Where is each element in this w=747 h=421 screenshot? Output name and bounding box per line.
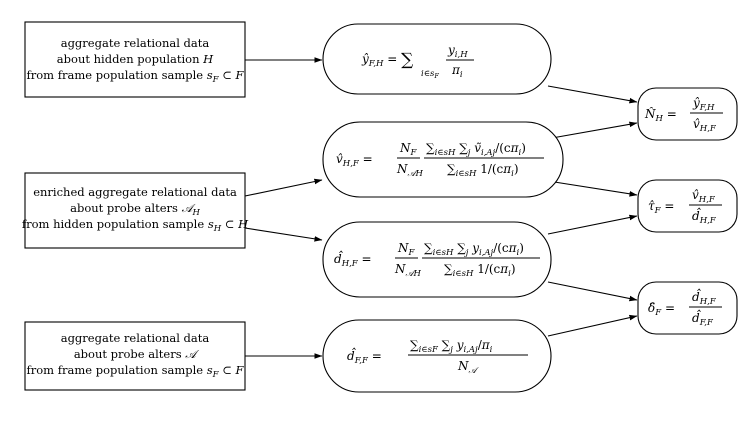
source-line-2: about probe alters 𝒜H [70, 201, 200, 218]
edge-v-to-n-hat [551, 121, 638, 139]
node-box [637, 179, 738, 233]
source-line-1: aggregate relational data [61, 331, 210, 345]
source-hidden-probe: enriched aggregate relational data about… [22, 172, 249, 249]
node-y-hat-fh: ŷF,H = ∑ i∈sF yi,H πi [322, 23, 552, 95]
node-n-hat-h: N̂H = ŷF,H v̂H,F [637, 87, 738, 141]
edge-hidden-probe-to-d-hf [244, 227, 323, 242]
fraction-den: πi [451, 63, 463, 80]
source-frame-probe: aggregate relational data about probe al… [24, 321, 246, 391]
source-line-2: about probe alters 𝒜 [74, 347, 199, 361]
source-line-3: from hidden population sample sH ⊂ H [22, 217, 249, 234]
node-box [322, 221, 552, 298]
edge-v-to-tau [547, 180, 638, 197]
node-box [637, 87, 738, 141]
formula-lhs: N̂H = [644, 106, 677, 124]
node-box [322, 319, 552, 393]
node-box [322, 23, 552, 95]
node-box [322, 121, 564, 198]
edges [244, 57, 638, 359]
sum-index: i∈sF [421, 69, 439, 80]
edge-d-hf-to-tau [547, 214, 638, 235]
node-d-hat-hf: d̂H,F = NF N𝒜H ∑i∈sH ∑j yi,Aj/(cπi) ∑i∈s… [322, 221, 552, 298]
source-line-1: aggregate relational data [61, 36, 210, 50]
formula-lhs: τ̂F = [648, 199, 674, 216]
source-box [24, 172, 246, 249]
node-delta-hat-f: δ̂F = d̂H,F d̂F,F [637, 281, 738, 335]
source-box [24, 321, 246, 391]
node-v-hat-hf: v̂H,F = NF N𝒜H ∑i∈sH ∑j ṽi,Aj/(cπi) ∑i∈s… [322, 121, 564, 198]
source-line-2: about hidden population H [57, 52, 214, 66]
node-tau-hat-f: τ̂F = v̂H,F d̂H,F [637, 179, 738, 233]
source-box [24, 21, 246, 98]
node-box [637, 281, 738, 335]
edge-hidden-probe-to-v [244, 178, 323, 197]
edge-y-to-n-hat [547, 85, 638, 104]
formula-lhs: δ̂F = [648, 301, 675, 318]
source-frame-hidden: aggregate relational data about hidden p… [24, 21, 246, 98]
node-d-hat-ff: d̂F,F = ∑i∈sF ∑j yi,Aj/πi N𝒜 [322, 319, 552, 393]
edge-d-ff-to-delta [547, 314, 638, 337]
source-line-1: enriched aggregate relational data [33, 185, 237, 199]
edge-d-hf-to-delta [547, 281, 638, 302]
formula: ŷF,H = ∑ [361, 50, 413, 70]
source-line-3: from frame population sample sF ⊂ F [27, 363, 245, 380]
source-line-3: from frame population sample sF ⊂ F [27, 68, 245, 85]
